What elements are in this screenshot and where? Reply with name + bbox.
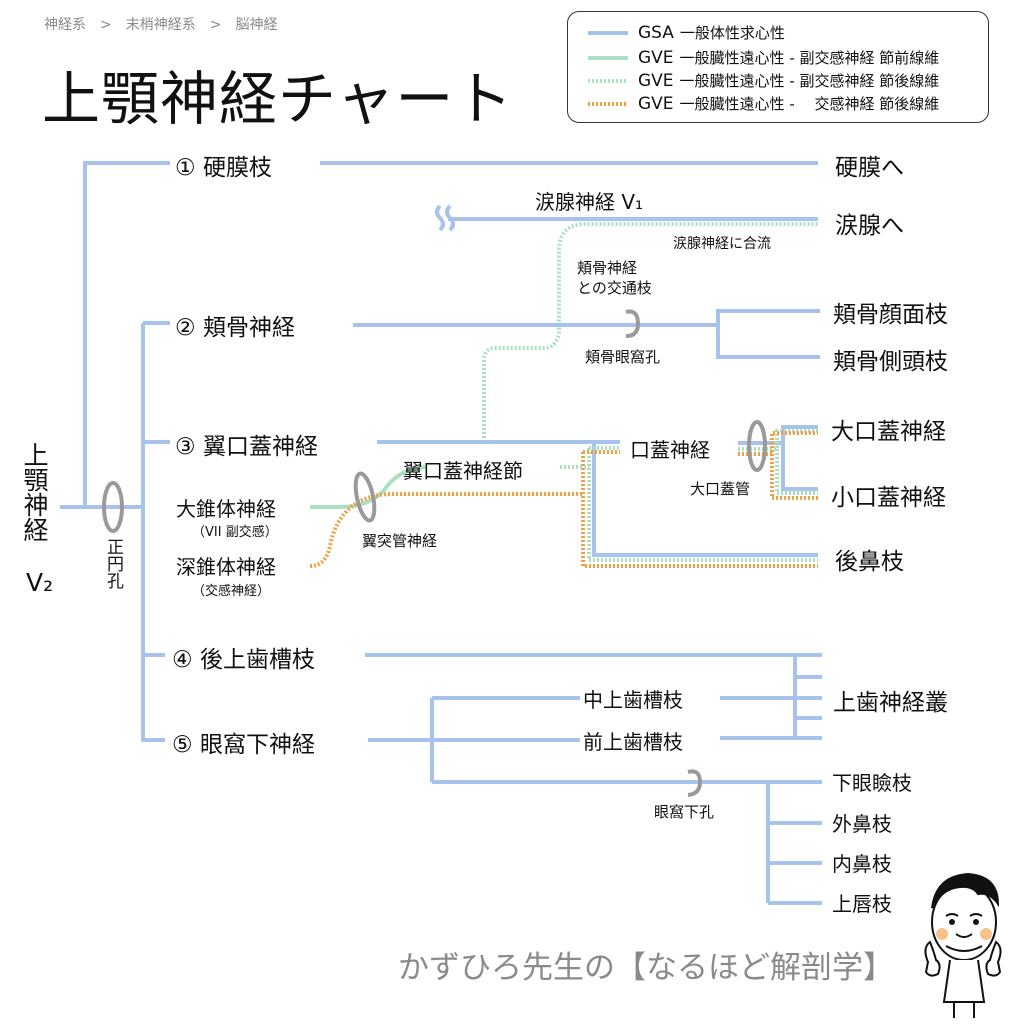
infraorbital-ring xyxy=(687,769,703,797)
branch-number: ① xyxy=(175,155,196,181)
target-internal-nasal: 内鼻枝 xyxy=(832,852,892,876)
target-dura: 硬膜へ xyxy=(835,155,904,181)
legend: GSA 一般体性求心性 GVE 一般臓性遠心性 - 副交感神経 節前線維 GVE… xyxy=(567,11,989,123)
breadcrumb-item[interactable]: 末梢神経系 xyxy=(125,17,196,33)
foramen-rotundum-ring xyxy=(102,481,124,533)
target-lacrimal-gland: 涙腺へ xyxy=(835,213,904,239)
target-superior-dental-plexus: 上歯神経叢 xyxy=(833,690,948,716)
line-msa-asa xyxy=(720,696,795,740)
target-external-nasal: 外鼻枝 xyxy=(832,812,892,836)
branch-name: 硬膜枝 xyxy=(202,155,272,181)
branch-5-label[interactable]: ⑤ 眼窩下神経 xyxy=(172,725,315,759)
branch-name: 後上歯槽枝 xyxy=(199,647,315,673)
target-zygomaticofacial: 頬骨顔面枝 xyxy=(833,302,948,328)
anterior-superior-alveolar-label: 前上歯槽枝 xyxy=(583,730,683,754)
legend-swatch-dotted-green xyxy=(588,78,628,83)
branch-2-label[interactable]: ② 頬骨神経 xyxy=(175,308,295,342)
trunk-upper xyxy=(83,161,170,507)
legend-code: GVE xyxy=(638,47,674,68)
pterygopalatine-ganglion-label: 翼口蓋神経節 xyxy=(403,459,523,483)
legend-item-gve-pre-para: GVE 一般臓性遠心性 - 副交感神経 節前線維 xyxy=(588,47,939,68)
legend-swatch-solid-green xyxy=(588,55,628,60)
foramen-rotundum-label: 正円孔 xyxy=(103,538,123,589)
branch-1-label[interactable]: ① 硬膜枝 xyxy=(175,148,272,182)
legend-swatch-dotted-orange xyxy=(588,101,628,106)
page-title: 上顎神経チャート xyxy=(42,65,514,133)
lacrimal-cut-icon xyxy=(435,204,455,232)
line-ppg-down-orange xyxy=(581,450,818,568)
infraorbital-foramen-label: 眼窩下孔 xyxy=(654,803,715,821)
legend-swatch-solid-blue xyxy=(588,30,628,35)
mascot-face-icon xyxy=(924,872,1002,1018)
trunk-main xyxy=(141,323,165,742)
legend-item-gve-post-symp: GVE 一般臓性遠心性 - 交感神経 節後線維 xyxy=(588,93,939,114)
palatine-nerve-label: 口蓋神経 xyxy=(630,438,710,462)
branch-number: ④ xyxy=(172,647,193,673)
line-communicating xyxy=(482,222,818,442)
zygomatico-orbital-foramen-label: 頬骨眼窩孔 xyxy=(585,348,661,366)
mascot-illustration xyxy=(924,872,1002,1018)
line-deep-petrosal xyxy=(309,492,583,568)
legend-label: 一般体性求心性 xyxy=(679,24,785,42)
line-zygomatic-split xyxy=(716,309,820,359)
branch-number: ⑤ xyxy=(172,732,193,758)
target-zygomaticotemporal: 頬骨側頭枝 xyxy=(833,349,948,375)
line-palatine-orange xyxy=(738,431,818,500)
legend-code: GVE xyxy=(638,70,674,91)
legend-label: 一般臓性遠心性 - 交感神経 節後線維 xyxy=(679,95,940,113)
breadcrumb-item[interactable]: 脳神経 xyxy=(235,17,278,33)
pterygoid-canal-ring xyxy=(353,471,377,523)
line-ppg-down xyxy=(592,442,818,557)
communicating-line1: 頬骨神経 xyxy=(577,259,638,277)
legend-item-gve-post-para: GVE 一般臓性遠心性 - 副交感神経 節後線維 xyxy=(588,70,939,91)
line-ppg-down-green xyxy=(587,446,818,562)
branch-number: ② xyxy=(175,315,196,341)
legend-item-gsa: GSA 一般体性求心性 xyxy=(588,22,785,43)
greater-petrosal-label: 大錐体神経 xyxy=(176,497,276,521)
branch-name: 翼口蓋神経 xyxy=(202,434,318,460)
nerve-of-pterygoid-canal-label: 翼突管神経 xyxy=(362,532,438,550)
lacrimal-nerve-label: 涙腺神経 V₁ xyxy=(535,190,644,214)
joins-lacrimal-label: 涙腺神経に合流 xyxy=(673,236,771,252)
line-plexus-stubs xyxy=(795,675,822,740)
breadcrumb-separator: > xyxy=(100,17,112,33)
communicating-branch-label: 頬骨神経との交通枝 xyxy=(577,258,652,298)
branch-name: 頬骨神経 xyxy=(202,315,295,341)
branch-4-label[interactable]: ④ 後上歯槽枝 xyxy=(172,640,315,674)
zygomatico-orbital-ring xyxy=(625,309,641,338)
greater-palatine-canal-ring xyxy=(747,420,767,472)
breadcrumb-separator: > xyxy=(209,17,222,33)
target-posterior-nasal: 後鼻枝 xyxy=(835,549,904,575)
communicating-line2: との交通枝 xyxy=(577,279,652,297)
greater-palatine-canal-label: 大口蓋管 xyxy=(690,480,751,498)
target-superior-labial: 上唇枝 xyxy=(832,892,892,916)
footer-brand[interactable]: かずひろ先生の【なるほど解剖学】 xyxy=(398,950,894,986)
greater-petrosal-note: （VII 副交感） xyxy=(192,525,278,540)
legend-label: 一般臓性遠心性 - 副交感神経 節後線維 xyxy=(679,72,940,90)
branch-3-label[interactable]: ③ 翼口蓋神経 xyxy=(175,427,318,461)
line-facial-branches xyxy=(766,782,822,905)
target-lesser-palatine: 小口蓋神経 xyxy=(831,485,946,511)
branch-number: ③ xyxy=(175,434,196,460)
branch-name: 眼窩下神経 xyxy=(199,732,315,758)
legend-code: GSA xyxy=(638,22,674,43)
middle-superior-alveolar-label: 中上歯槽枝 xyxy=(583,688,683,712)
deep-petrosal-note: （交感神経） xyxy=(192,584,271,599)
root-nerve-subscript: V₂ xyxy=(26,568,54,597)
root-nerve-label: 上顎神経 xyxy=(20,442,49,542)
target-greater-palatine: 大口蓋神経 xyxy=(831,419,946,445)
legend-label: 一般臓性遠心性 - 副交感神経 節前線維 xyxy=(679,49,940,67)
breadcrumb-item[interactable]: 神経系 xyxy=(44,17,86,33)
breadcrumb: 神経系 > 末梢神経系 > 脳神経 xyxy=(44,14,277,34)
legend-code: GVE xyxy=(638,93,674,114)
deep-petrosal-label: 深錐体神経 xyxy=(176,555,276,579)
target-inferior-palpebral: 下眼瞼枝 xyxy=(832,771,912,795)
